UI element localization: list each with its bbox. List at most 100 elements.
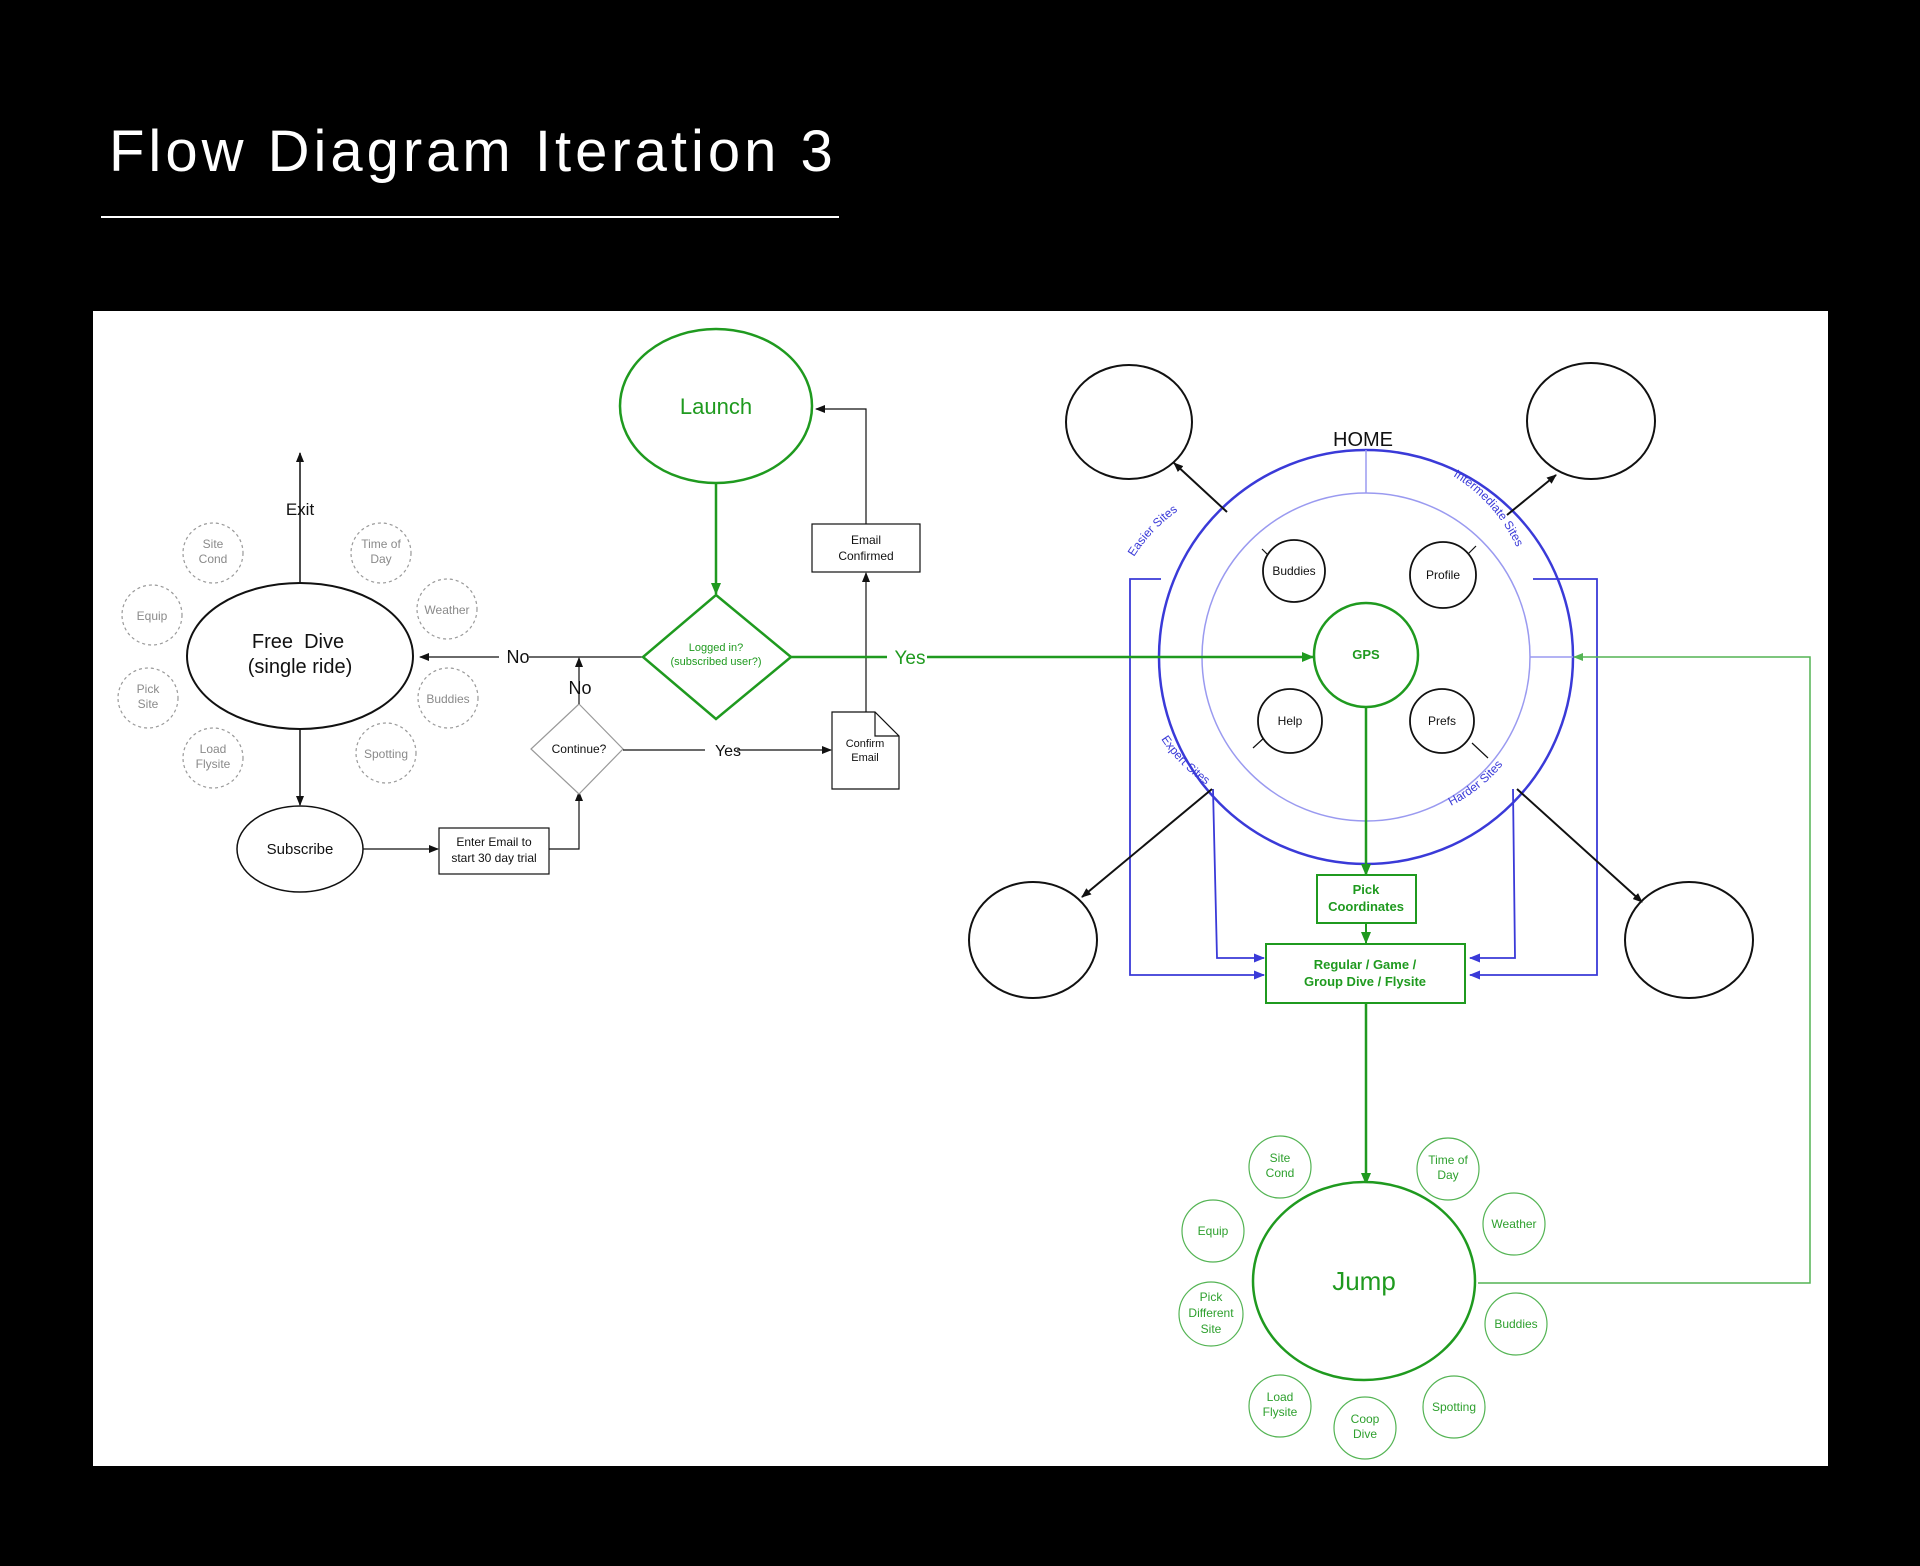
option-buddies[interactable]: Buddies: [417, 667, 479, 729]
svg-text:Coop: Coop: [1351, 1412, 1380, 1426]
svg-text:(subscribed user?): (subscribed user?): [670, 656, 761, 668]
yes-label-logged-in: Yes: [895, 648, 926, 669]
blank-node-top-right[interactable]: [1526, 362, 1656, 480]
no-label-logged-in: No: [506, 647, 529, 667]
svg-text:Equip: Equip: [1198, 1224, 1229, 1238]
svg-text:Pick: Pick: [137, 682, 161, 696]
svg-text:Weather: Weather: [424, 603, 469, 617]
svg-text:Cond: Cond: [1266, 1166, 1295, 1180]
blank-node-top-left[interactable]: [1065, 364, 1193, 480]
expert-sites-label[interactable]: Expert Sites: [1158, 733, 1212, 788]
launch-node[interactable]: Launch: [618, 327, 814, 485]
jump-option-spotting[interactable]: Spotting: [1422, 1375, 1486, 1439]
confirmed-to-launch-arrow: [815, 405, 867, 524]
gps-node[interactable]: GPS: [1312, 601, 1420, 709]
easier-to-dive-arrow: [1129, 578, 1265, 980]
svg-text:Email: Email: [851, 533, 881, 547]
jump-to-home-arrow: [1478, 653, 1811, 1284]
email-confirmed-box[interactable]: Email Confirmed: [811, 523, 921, 573]
yes-label-continue: Yes: [715, 743, 741, 760]
svg-text:Site: Site: [203, 537, 224, 551]
svg-text:Jump: Jump: [1332, 1266, 1396, 1296]
pick-coordinates-box[interactable]: Pick Coordinates: [1316, 874, 1417, 924]
page-title: Flow Diagram Iteration 3: [109, 119, 837, 184]
subscribe-node[interactable]: Subscribe: [236, 805, 364, 893]
svg-text:Flysite: Flysite: [1263, 1405, 1298, 1419]
svg-text:Cond: Cond: [199, 552, 228, 566]
svg-text:Regular / Game /: Regular / Game /: [1314, 957, 1417, 972]
svg-text:Weather: Weather: [1491, 1217, 1536, 1231]
free-dive-node[interactable]: Free Dive (single ride): [186, 582, 414, 730]
svg-text:Flysite: Flysite: [196, 757, 231, 771]
profile-node[interactable]: Profile: [1409, 541, 1477, 609]
confirm-email-doc[interactable]: Confirm Email: [831, 711, 900, 790]
svg-text:Spotting: Spotting: [1432, 1400, 1476, 1414]
svg-text:Day: Day: [1437, 1168, 1458, 1182]
jump-node[interactable]: Jump: [1251, 1180, 1477, 1382]
svg-text:GPS: GPS: [1352, 647, 1380, 662]
prefs-connector: [1471, 742, 1489, 759]
svg-text:Site: Site: [1201, 1322, 1222, 1336]
jump-option-weather[interactable]: Weather: [1482, 1192, 1546, 1256]
enter-email-box[interactable]: Enter Email to start 30 day trial: [438, 827, 550, 875]
harder-to-dive-arrow: [1469, 788, 1516, 963]
svg-text:Load: Load: [200, 742, 227, 756]
svg-text:Dive: Dive: [1353, 1427, 1377, 1441]
svg-text:Site: Site: [1270, 1151, 1291, 1165]
free-dive-sublabel: (single ride): [248, 656, 352, 678]
svg-text:Different: Different: [1188, 1306, 1234, 1320]
option-weather[interactable]: Weather: [416, 578, 478, 640]
svg-text:Continue?: Continue?: [552, 742, 607, 756]
continue-decision[interactable]: Continue?: [530, 703, 624, 795]
svg-text:Buddies: Buddies: [426, 692, 469, 706]
exit-label: Exit: [286, 500, 315, 519]
svg-text:Confirmed: Confirmed: [838, 549, 893, 563]
harder-sites-label[interactable]: Harder Sites: [1446, 757, 1505, 808]
free-dive-label: Free Dive: [252, 631, 344, 653]
buddies-node[interactable]: Buddies: [1262, 539, 1326, 603]
logged-in-decision[interactable]: Logged in? (subscribed user?): [641, 593, 793, 721]
svg-text:Group Dive / Flysite: Group Dive / Flysite: [1304, 974, 1426, 989]
svg-text:Coordinates: Coordinates: [1328, 899, 1404, 914]
svg-text:Logged in?: Logged in?: [689, 642, 743, 654]
easier-sites-label[interactable]: Easier Sites: [1125, 502, 1180, 559]
option-spotting[interactable]: Spotting: [355, 722, 417, 784]
svg-text:Help: Help: [1278, 714, 1303, 728]
jump-option-buddies[interactable]: Buddies: [1484, 1292, 1548, 1356]
svg-text:start 30 day trial: start 30 day trial: [451, 851, 536, 865]
email-to-continue-arrow: [549, 791, 583, 850]
svg-text:Subscribe: Subscribe: [267, 841, 334, 858]
expert-to-dive-arrow: [1212, 788, 1265, 963]
prefs-node[interactable]: Prefs: [1409, 688, 1475, 754]
svg-text:Equip: Equip: [137, 609, 168, 623]
jump-option-equip[interactable]: Equip: [1181, 1199, 1245, 1263]
svg-text:Day: Day: [370, 552, 391, 566]
easier-to-blank-arrow: [1173, 462, 1228, 513]
svg-text:Prefs: Prefs: [1428, 714, 1456, 728]
help-node[interactable]: Help: [1257, 688, 1323, 754]
blank-node-bottom-right[interactable]: [1624, 881, 1754, 999]
blank-node-bottom-left[interactable]: [968, 881, 1098, 999]
option-equip[interactable]: Equip: [121, 584, 183, 646]
svg-text:Site: Site: [138, 697, 159, 711]
svg-text:Buddies: Buddies: [1272, 564, 1315, 578]
intermediate-to-blank-arrow: [1506, 474, 1557, 516]
launch-section: Launch Logged in? (subscribed user?) Con…: [618, 327, 921, 790]
dive-type-box[interactable]: Regular / Game / Group Dive / Flysite: [1265, 943, 1466, 1004]
svg-text:Pick: Pick: [1200, 1290, 1224, 1304]
svg-text:Launch: Launch: [680, 394, 752, 419]
